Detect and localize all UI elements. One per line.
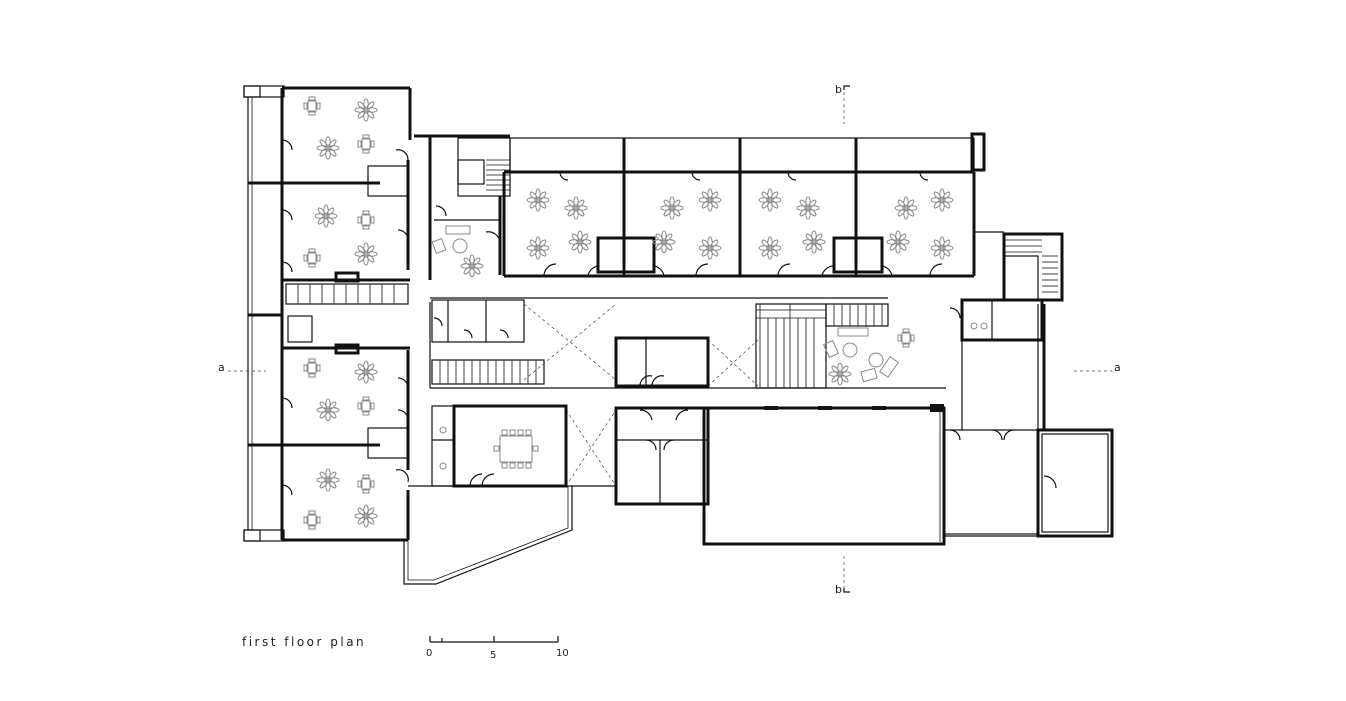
left-wing: [243, 85, 412, 542]
scale-label-10: 10: [556, 648, 569, 659]
scale-label-0: 0: [426, 648, 432, 659]
north-classrooms: [502, 132, 986, 278]
section-a-left-label: a: [218, 361, 225, 374]
section-a-right-label: a: [1114, 361, 1121, 374]
section-marks: [228, 85, 1112, 593]
scale-label-5: 5: [490, 650, 496, 661]
section-b-bottom-label: b: [835, 583, 842, 596]
scale-bar: [429, 636, 559, 643]
section-b-top-label: b: [835, 83, 842, 96]
east-wing: [702, 231, 1114, 546]
drawing-title: first floor plan: [242, 635, 366, 649]
central-core: [403, 134, 946, 585]
